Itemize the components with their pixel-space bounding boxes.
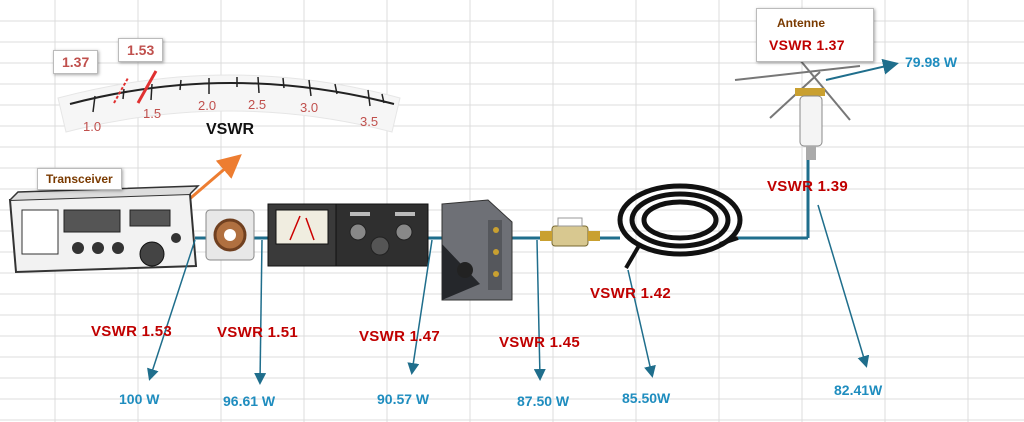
vswr-label-coax: VSWR 1.39 [767, 178, 849, 195]
vswr-label-tuner: VSWR 1.47 [359, 328, 441, 345]
power-label-arrester: 85.50W [622, 390, 671, 406]
pointer-line-tuner [407, 239, 433, 375]
meter-scale-label-4: 2.5 [248, 97, 267, 112]
pointer-line-transceiver [147, 239, 196, 381]
vswr-label-arrester: VSWR 1.42 [590, 285, 672, 302]
meter-scale-label-1: 1.0 [83, 119, 102, 134]
vswr-meter-scale [57, 70, 401, 133]
power-label-balun: 96.61 W [223, 393, 276, 409]
pointer-line-coax [817, 204, 870, 368]
transceiver-title: Transceiver [37, 168, 122, 190]
meter-scale-label-2: 1.5 [143, 106, 162, 121]
power-label-switch: 87.50 W [517, 393, 570, 409]
balun-icon [205, 209, 255, 261]
vswr-label-balun: VSWR 1.51 [217, 324, 299, 341]
swr-power-meter-icon [267, 203, 337, 267]
antenna-vswr: VSWR 1.37 [769, 37, 845, 53]
coax-switch-icon [441, 199, 513, 301]
meter-scale-label-5: 3.0 [300, 100, 319, 115]
vswr-label-switch: VSWR 1.45 [499, 334, 581, 351]
antenna-icon [734, 59, 861, 160]
meter-title: VSWR [206, 121, 254, 138]
vswr-label-transceiver: VSWR 1.53 [91, 323, 173, 340]
power-label-transceiver: 100 W [119, 391, 160, 407]
meter-pointer [136, 70, 158, 104]
antenna-label-box: Antenne VSWR 1.37 [756, 8, 874, 62]
pointer-line-arrester [627, 269, 656, 378]
transceiver-icon [8, 185, 200, 274]
pointer-line-balun [254, 239, 267, 385]
power-label-tuner: 90.57 W [377, 391, 430, 407]
meter-current-value: 1.53 [118, 38, 164, 62]
antenna-power-arrow [825, 58, 899, 81]
lightning-arrester-icon [540, 217, 600, 247]
antenna-power: 79.98 W [905, 54, 958, 70]
meter-scale-label-6: 3.5 [360, 114, 379, 129]
coax-cable-coil-icon [617, 183, 743, 270]
meter-scale-label-3: 2.0 [198, 98, 217, 113]
antenna-tuner-icon [335, 203, 429, 267]
pointer-line-switch [533, 239, 546, 381]
meter-previous-value: 1.37 [53, 50, 99, 74]
antenna-title: Antenne [777, 16, 825, 30]
power-label-coax: 82.41W [834, 382, 883, 398]
